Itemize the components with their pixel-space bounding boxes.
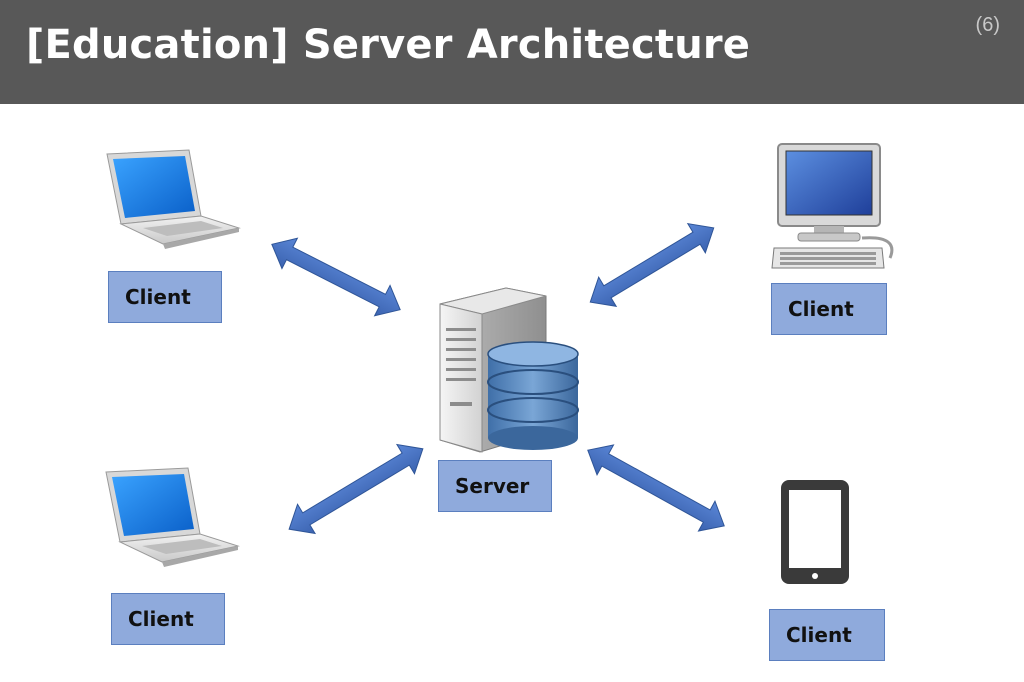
desktop-computer-icon [771,143,894,269]
laptop-icon [105,467,240,567]
slide-title: [Education] Server Architecture [26,22,751,68]
double-arrow-icon-bottom-left [288,443,424,535]
client-label-bottom-right: Client [769,609,885,661]
slide-header: [Education] Server Architecture (6) [0,0,1024,104]
double-arrow-icon-top-right [589,222,715,308]
server-database-icon [439,287,579,453]
page-number: (6) [975,14,1000,36]
laptop-icon [106,149,241,249]
server-label: Server [438,460,552,512]
client-label-top-right: Client [771,283,887,335]
double-arrow-icon-top-left [271,237,401,317]
tablet-icon [781,480,849,584]
client-label-top-left: Client [108,271,222,323]
double-arrow-icon-bottom-right [587,444,725,532]
client-label-bottom-left: Client [111,593,225,645]
